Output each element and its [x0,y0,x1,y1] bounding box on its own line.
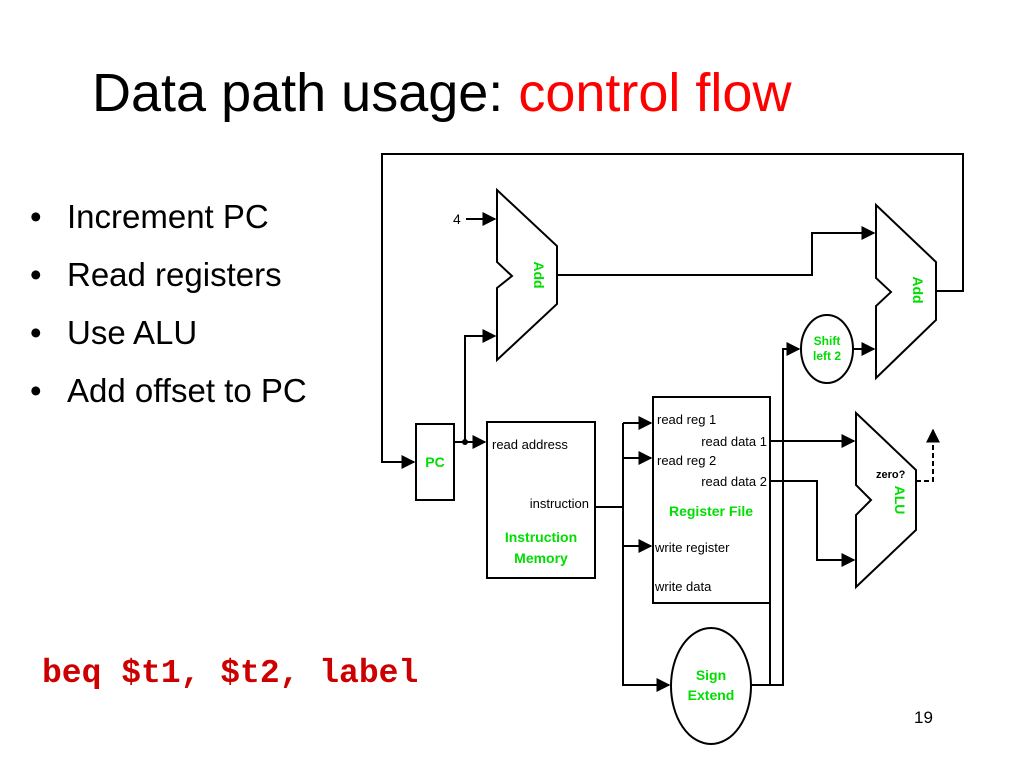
register-file-name: Register File [669,503,753,519]
shift-left-label: Shift [814,334,841,348]
pc-adder-label: Add [531,261,547,288]
sign-extend-label: Sign [696,667,726,683]
branch-adder-label: Add [910,276,926,303]
slide-title: Data path usage: control flow [92,62,791,124]
title-accent: control flow [518,63,792,123]
title-main: Data path usage: [92,63,504,123]
wire-instruction-bus [622,423,671,692]
pc-adder [496,187,558,363]
branch-adder [875,202,937,381]
alu-zero-label: zero? [876,469,906,481]
wire-pc-feedback [381,153,964,469]
page-number: 19 [914,708,933,727]
register-file [652,396,771,604]
write-data-label: write data [654,579,712,594]
wire-pc-to-adder [464,329,497,442]
constant-four: 4 [453,211,461,227]
wire-zero-out [916,428,940,482]
read-reg-1-label: read reg 1 [657,412,716,427]
instruction-memory [486,421,596,579]
pc-label: PC [425,454,444,470]
read-data-2-label: read data 2 [701,474,767,489]
sign-extend-label: Extend [688,687,735,703]
bullet-item: Use ALU [30,304,307,362]
bullet-item: Increment PC [30,188,307,246]
wire-pc-plus-4 [557,226,876,276]
pc-register [415,423,455,501]
bullet-item: Read registers [30,246,307,304]
bullet-item: Add offset to PC [30,362,307,420]
instruction-memory-name: Instruction [505,529,577,545]
instruction-code: beq $t1, $t2, label [42,655,419,692]
wire-sign-extend-to-write-data [751,603,771,686]
sign-extend [670,627,752,745]
read-reg-2-label: read reg 2 [657,453,716,468]
read-data-1-label: read data 1 [701,434,767,449]
instruction-out-label: instruction [530,496,589,511]
alu-label: ALU [892,486,908,515]
bullet-list: Increment PC Read registers Use ALU Add … [30,188,307,420]
read-address-label: read address [492,437,568,452]
write-register-label: write register [654,540,730,555]
wire-junction [462,439,468,445]
shift-left-label: left 2 [813,349,841,363]
instruction-memory-name: Memory [514,550,568,566]
wire-read-data-2 [770,480,856,567]
